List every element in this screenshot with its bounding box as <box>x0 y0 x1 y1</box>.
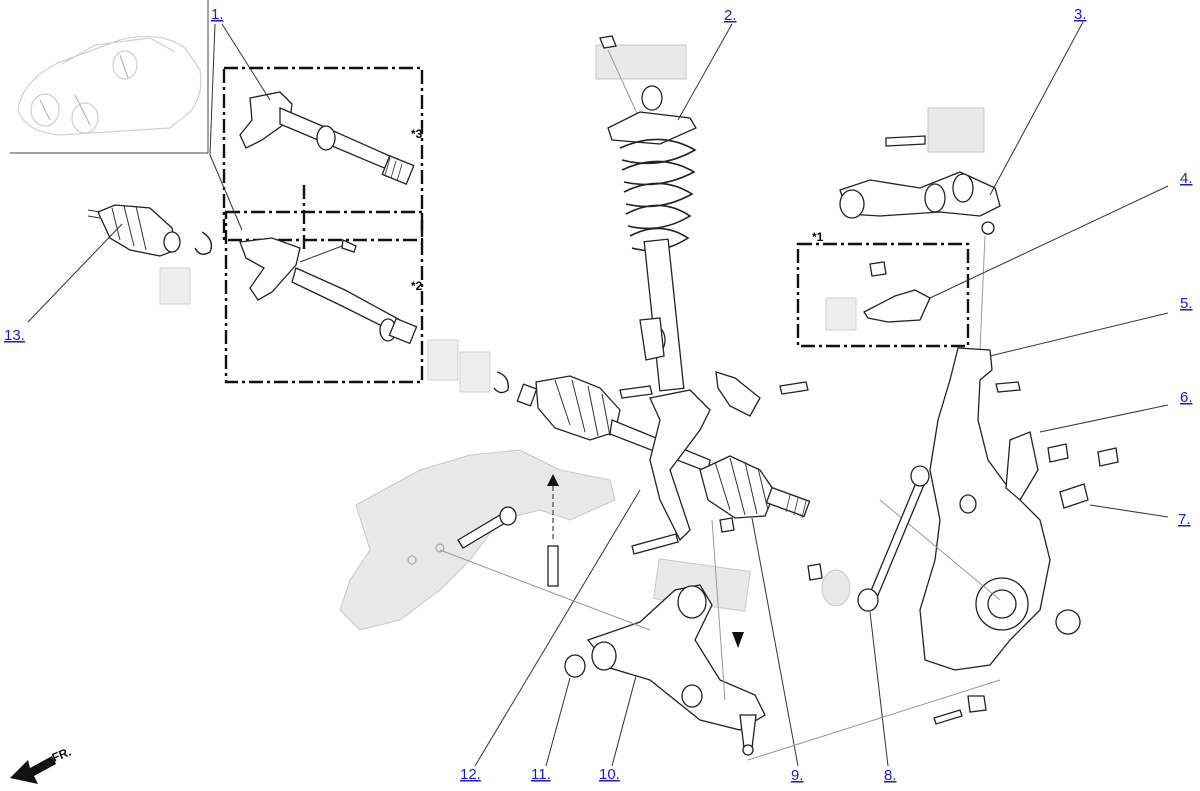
strut-pinch-bolt <box>631 533 679 555</box>
stabilizer-link <box>807 465 930 612</box>
callout-6[interactable]: 6. <box>1180 389 1193 406</box>
ghost-plate-2 <box>427 339 459 381</box>
abs-sensor-harness <box>1005 431 1119 509</box>
upper-control-arm <box>839 107 1001 351</box>
front-arrow-icon <box>10 756 56 784</box>
callout-11[interactable]: 11. <box>531 766 551 783</box>
ghost-plate-1 <box>159 267 191 305</box>
variant-marker-1: *1 <box>812 230 824 244</box>
front-drive-shaft <box>516 375 811 519</box>
steering-knuckle <box>879 347 1081 725</box>
variant-marker-3: *3 <box>411 127 423 141</box>
down-arrow-icon <box>732 632 744 648</box>
front-direction-label: FR. <box>50 745 73 765</box>
front-direction-indicator: FR. <box>10 745 73 784</box>
callout-2[interactable]: 2. <box>724 7 737 24</box>
lower-control-arm <box>586 519 766 756</box>
callout-12[interactable]: 12. <box>460 766 481 783</box>
callout-labels: 1. 2. 3. 4. 5. 6. 7. 8. 9. 10. 11. 12. 1… <box>4 6 1193 784</box>
callout-8[interactable]: 8. <box>884 767 897 784</box>
callout-1[interactable]: 1. <box>211 6 224 23</box>
callout-9[interactable]: 9. <box>791 767 804 784</box>
callout-10[interactable]: 10. <box>599 766 620 783</box>
ghost-upper-mount <box>927 107 985 153</box>
intermediate-shaft-upper <box>239 91 415 185</box>
callout-7[interactable]: 7. <box>1178 511 1191 528</box>
variant-3-bracket-box <box>222 66 424 242</box>
vehicle-locator-inset <box>10 0 209 154</box>
ghost-body-mount <box>595 44 687 80</box>
washer <box>564 654 586 678</box>
vertical-bolt <box>547 545 559 587</box>
callout-4[interactable]: 4. <box>1180 170 1193 187</box>
sensor-bracket <box>619 371 809 417</box>
variant-marker-2: *2 <box>411 279 423 293</box>
callout-5[interactable]: 5. <box>1180 295 1193 312</box>
up-arrow-icon <box>547 474 559 486</box>
car-thumbnail-icon <box>17 35 202 136</box>
callout-3[interactable]: 3. <box>1074 6 1087 23</box>
variant-2-bracket-box <box>224 210 424 384</box>
snap-ring-icon <box>493 371 509 394</box>
intermediate-shaft-lower <box>239 237 418 345</box>
callout-13[interactable]: 13. <box>4 327 25 344</box>
leader-lines <box>27 21 1169 767</box>
strut-assembly <box>595 35 711 542</box>
variant-1-bracket-box <box>796 242 970 348</box>
ghost-plate-3 <box>459 351 491 393</box>
outer-boot-joint <box>87 204 213 257</box>
